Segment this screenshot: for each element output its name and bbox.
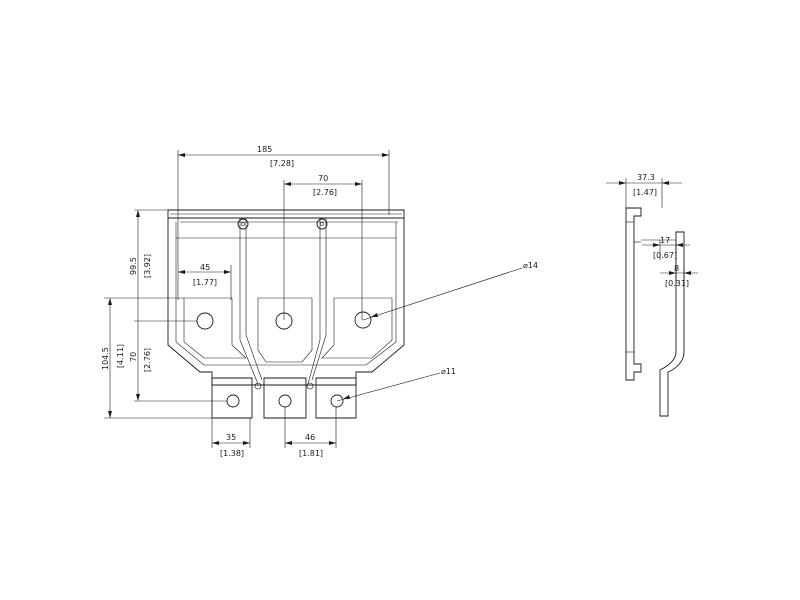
arrow [684, 271, 691, 275]
arrow [329, 441, 336, 445]
dim-offset-inch: [1.77] [193, 278, 217, 287]
terminal-left [211, 377, 253, 419]
hole-left-large [196, 312, 214, 330]
right-pocket [321, 297, 393, 359]
hole-right-small [330, 394, 344, 408]
right-rod-diagonal [307, 339, 321, 385]
dim-bc-mm: 46 [305, 433, 315, 442]
hole-center-small [278, 394, 292, 408]
arrow [285, 441, 292, 445]
dim-lower-inch: [4.11] [116, 344, 125, 368]
terminal-right [315, 377, 357, 419]
dim-bl-mm: 35 [226, 433, 236, 442]
arrow [108, 298, 112, 305]
hole-left-small [226, 394, 240, 408]
arrow [653, 243, 660, 247]
center-pocket [257, 297, 313, 363]
arrow [284, 182, 291, 186]
dim-offset-mm: 45 [200, 263, 210, 272]
arrow [136, 394, 140, 401]
dim-overall-inch: [7.28] [270, 159, 294, 168]
dim-mid-mm: 70 [129, 352, 138, 362]
front-view [167, 209, 405, 419]
body-inner-outline [175, 222, 397, 366]
dim-mid-inch: [2.76] [143, 348, 152, 372]
arrow [371, 313, 378, 317]
left-rod-diagonal-b [245, 334, 263, 381]
dim-side-thick-inch: [0.31] [665, 279, 689, 288]
arrow [178, 270, 185, 274]
arrow [136, 210, 140, 217]
dim-upper-mm: 99.5 [129, 257, 138, 275]
right-rod-head [316, 218, 328, 230]
arrow [178, 153, 185, 157]
left-rod-head-center [241, 222, 245, 226]
leader-small-hole [336, 372, 441, 402]
dim-hole-large: ⌀14 [523, 261, 538, 270]
side-left-flange [625, 207, 642, 381]
leader-large-hole [362, 267, 523, 321]
dim-side-thick-mm: 8 [674, 264, 679, 273]
dim-side-step-mm: 17 [660, 236, 670, 245]
body-outline [167, 218, 405, 386]
arrow [224, 270, 231, 274]
left-rod-head [237, 218, 249, 230]
arrow [662, 181, 669, 185]
arrow [243, 441, 250, 445]
arrow [669, 271, 676, 275]
dim-lower-mm: 104.5 [101, 347, 110, 370]
arrow [355, 182, 362, 186]
arrow [619, 181, 626, 185]
dim-side-step-inch: [0.67] [653, 251, 677, 260]
side-dimensions: 37.3 [1.47] 17 [0.67] 8 [0.31] [606, 173, 698, 288]
dim-overall-mm: 185 [257, 145, 272, 154]
arrow [676, 243, 683, 247]
right-rod-head-center [320, 222, 324, 226]
arrow [382, 153, 389, 157]
dim-bl-inch: [1.38] [220, 449, 244, 458]
hole-right-large [354, 311, 372, 329]
arrow [212, 441, 219, 445]
right-rod-diagonal-b [311, 334, 327, 381]
dim-side-depth-inch: [1.47] [633, 188, 657, 197]
terminal-center [263, 377, 307, 419]
left-rod-diagonal [239, 339, 259, 385]
front-dimensions: 185 [7.28] 70 [2.76] 45 [1.77] 99.5 [3.9… [101, 145, 538, 458]
left-pocket [183, 297, 247, 359]
arrow [343, 395, 350, 399]
dim-side-depth-mm: 37.3 [637, 173, 655, 182]
dim-hole-small: ⌀11 [441, 367, 456, 376]
side-terminal-profile [659, 231, 685, 417]
dim-upper-inch: [3.92] [143, 254, 152, 278]
dim-center-mm: 70 [318, 174, 328, 183]
side-view [625, 207, 685, 417]
right-rod-foot [306, 382, 314, 390]
arrow [108, 411, 112, 418]
dim-bc-inch: [1.81] [299, 449, 323, 458]
dim-center-inch: [2.76] [313, 188, 337, 197]
left-rod-foot [254, 382, 262, 390]
